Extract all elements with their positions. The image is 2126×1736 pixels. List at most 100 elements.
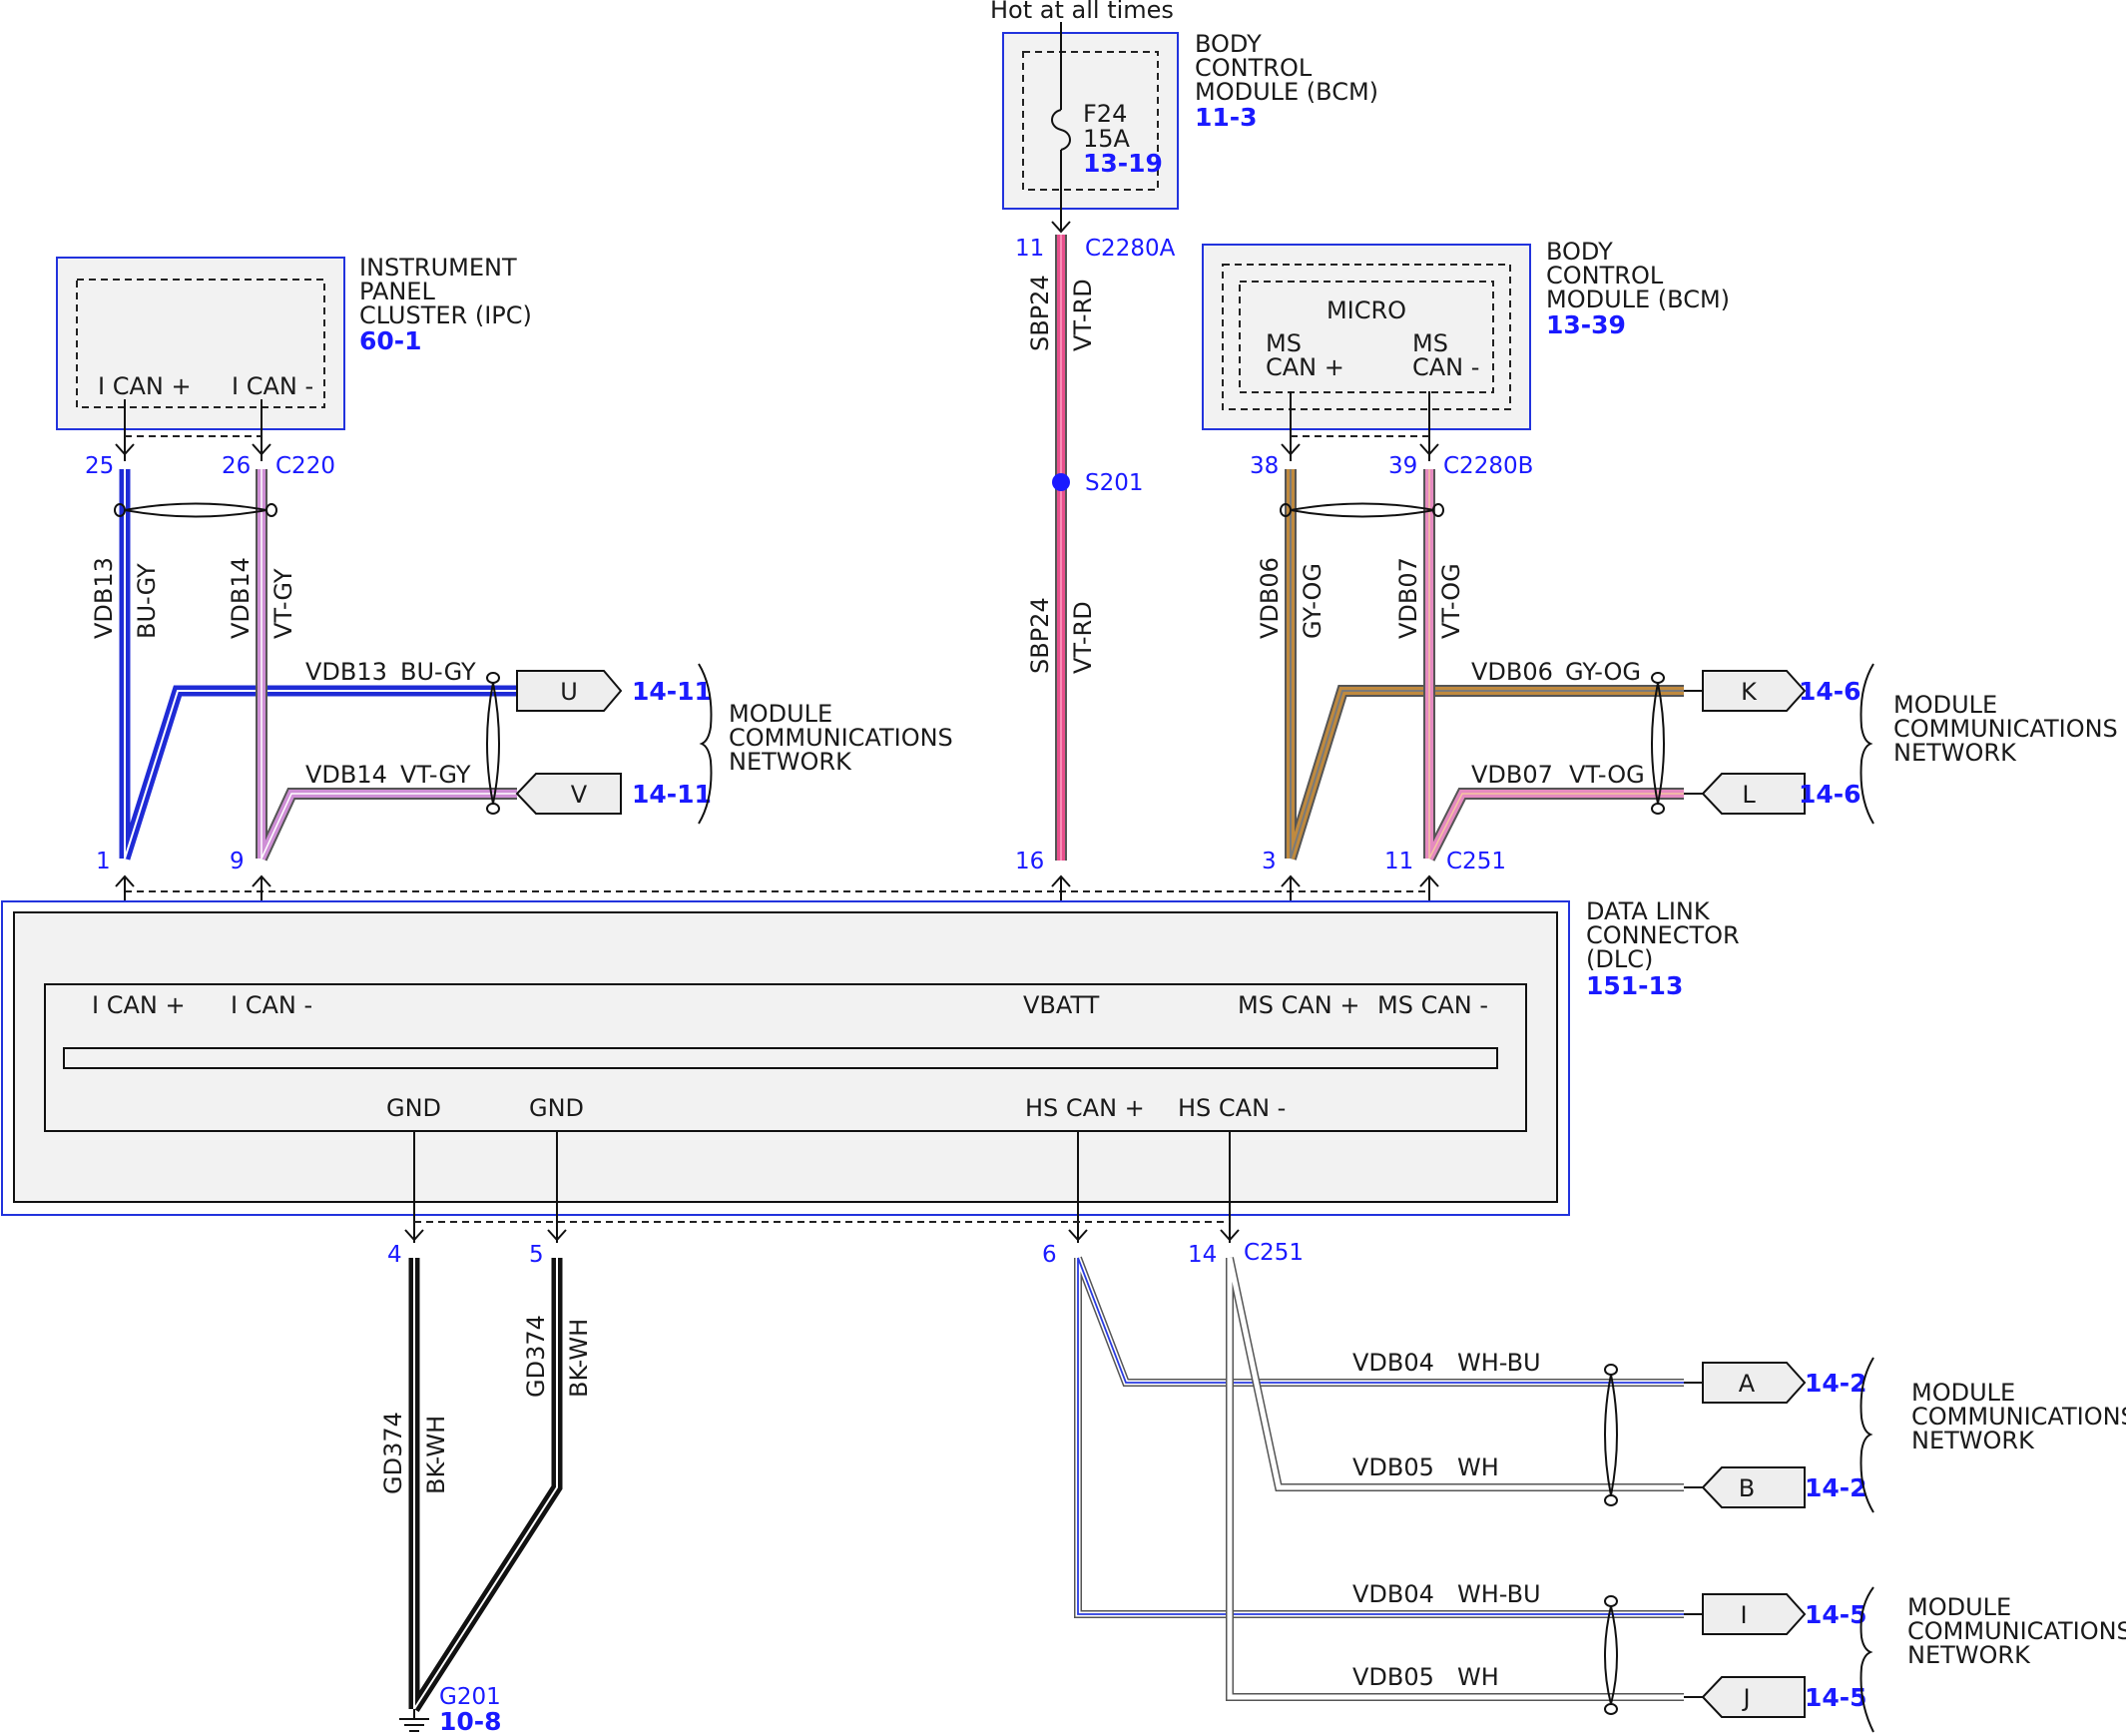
connector-c220[interactable]: C220 xyxy=(275,453,335,479)
connector-c2280b[interactable]: C2280B xyxy=(1443,453,1533,479)
connector-ref-k[interactable]: 14-6 xyxy=(1799,677,1861,706)
bcm-fuse-ref-link[interactable]: 11-3 xyxy=(1195,103,1258,132)
ipc-pin-25: 25 xyxy=(85,453,114,479)
connector-tag-k[interactable]: K xyxy=(1702,670,1807,712)
ground-name: G201 xyxy=(439,1684,501,1710)
connector-tag-a[interactable]: A xyxy=(1702,1362,1807,1404)
gd374-right-color: BK-WH xyxy=(565,1319,593,1398)
vdb05-lower-circuit: VDB05 xyxy=(1352,1663,1434,1691)
twisted-pair-ipc xyxy=(114,502,277,518)
ipc-ref-link[interactable]: 60-1 xyxy=(359,326,422,355)
sbp24-upper-circuit: SBP24 xyxy=(1026,275,1054,351)
connector-tag-j[interactable]: J xyxy=(1701,1676,1806,1718)
gd374-left-color: BK-WH xyxy=(422,1416,450,1494)
connector-ref-u[interactable]: 14-11 xyxy=(632,677,712,706)
network-label-1-line-2: COMMUNICATIONS xyxy=(729,724,953,752)
connector-tag-i[interactable]: I xyxy=(1702,1593,1807,1635)
connector-ref-l[interactable]: 14-6 xyxy=(1799,780,1861,809)
dlc-pin-1: 1 xyxy=(96,849,111,874)
dlc-title-2: CONNECTOR xyxy=(1586,921,1740,949)
wire-vdb13[interactable] xyxy=(119,469,517,861)
bcm-pin-38: 38 xyxy=(1250,453,1279,479)
vdb14-vertical-color: VT-GY xyxy=(269,568,297,639)
bcm-pin-39: 39 xyxy=(1388,453,1417,479)
dlc-pin-11: 11 xyxy=(1384,849,1413,874)
twisted-pair-i-j xyxy=(1604,1595,1618,1715)
dlc-pin-label-ms-can-minus: MS CAN - xyxy=(1377,991,1488,1019)
sbp24-upper-color: VT-RD xyxy=(1069,279,1097,351)
dlc-ref-link[interactable]: 151-13 xyxy=(1586,971,1683,1000)
micro-label: MICRO xyxy=(1327,296,1406,324)
vdb14-horizontal-circuit: VDB14 xyxy=(305,761,387,789)
fuse-name: F24 xyxy=(1083,100,1127,128)
wire-vdb14[interactable] xyxy=(256,469,517,862)
twisted-pair-u-v xyxy=(486,672,500,815)
vdb04-lower-color: WH-BU xyxy=(1457,1580,1541,1608)
bcm-ms-can-plus-label-2: CAN + xyxy=(1266,353,1344,381)
ground-ref-link[interactable]: 10-8 xyxy=(439,1707,502,1736)
wire-vdb05[interactable] xyxy=(1226,1257,1684,1701)
brace-upper-right xyxy=(1860,663,1874,825)
svg-text:J: J xyxy=(1741,1684,1750,1712)
connector-c2280a[interactable]: C2280A xyxy=(1085,236,1176,262)
brace-lower-1 xyxy=(1860,1357,1874,1513)
ipc-title-3: CLUSTER (IPC) xyxy=(359,301,532,329)
fuse-ref-link[interactable]: 13-19 xyxy=(1083,149,1163,178)
vdb07-horizontal-color: VT-OG xyxy=(1569,761,1645,789)
twisted-pair-k-l xyxy=(1651,672,1665,815)
wire-vdb06[interactable] xyxy=(1285,469,1684,861)
vdb04-lower-circuit: VDB04 xyxy=(1352,1580,1434,1608)
ipc-title-1: INSTRUMENT xyxy=(359,254,517,282)
vbatt-pin-11: 11 xyxy=(1015,236,1044,262)
dlc-pin-label-ican-plus: I CAN + xyxy=(92,991,186,1019)
svg-text:L: L xyxy=(1742,781,1756,809)
svg-text:V: V xyxy=(571,781,588,809)
connector-tag-b[interactable]: B xyxy=(1701,1466,1806,1508)
ground-icon xyxy=(399,1709,429,1732)
network-label-2-line-3: NETWORK xyxy=(1893,739,2017,767)
connector-tag-l[interactable]: L xyxy=(1701,773,1806,815)
bcm-fuse-box[interactable] xyxy=(1002,32,1179,210)
fuse-rating: 15A xyxy=(1083,125,1131,153)
wire-gd374[interactable] xyxy=(408,1258,563,1712)
sbp24-lower-circuit: SBP24 xyxy=(1026,597,1054,674)
dlc-pin-9: 9 xyxy=(230,849,245,874)
connector-ref-i[interactable]: 14-5 xyxy=(1805,1600,1867,1629)
dlc-pin-16: 16 xyxy=(1015,849,1044,874)
bcm-micro-ref-link[interactable]: 13-39 xyxy=(1546,310,1626,339)
dlc-pin-label-hs-can-plus: HS CAN + xyxy=(1025,1094,1145,1122)
network-label-3-line-3: NETWORK xyxy=(1911,1427,2035,1454)
network-label-4-line-3: NETWORK xyxy=(1907,1641,2031,1669)
sbp24-lower-color: VT-RD xyxy=(1069,601,1097,674)
connector-tag-u[interactable]: U xyxy=(516,670,623,712)
dlc-title-3: (DLC) xyxy=(1586,945,1653,973)
connector-ref-a[interactable]: 14-2 xyxy=(1805,1369,1867,1398)
dlc-title-1: DATA LINK xyxy=(1586,897,1711,925)
wire-vdb07[interactable] xyxy=(1423,469,1684,862)
connector-c251-bottom[interactable]: C251 xyxy=(1244,1240,1304,1266)
network-label-1-line-3: NETWORK xyxy=(729,748,852,776)
svg-text:I: I xyxy=(1740,1601,1747,1629)
connector-c251-top[interactable]: C251 xyxy=(1446,849,1506,874)
vdb06-vertical-circuit: VDB06 xyxy=(1256,557,1284,639)
network-label-2-line-1: MODULE xyxy=(1893,691,1997,719)
connector-ref-v[interactable]: 14-11 xyxy=(632,780,712,809)
connector-tag-v[interactable]: V xyxy=(515,773,622,815)
dlc-pin-label-ms-can-plus: MS CAN + xyxy=(1238,991,1359,1019)
network-label-2-line-2: COMMUNICATIONS xyxy=(1893,715,2118,743)
wire-vdb04[interactable] xyxy=(1074,1256,1684,1618)
bcm-ms-can-minus-label-2: CAN - xyxy=(1412,353,1479,381)
vdb06-vertical-color: GY-OG xyxy=(1299,563,1327,639)
bcm-micro-module-box[interactable] xyxy=(1202,244,1531,430)
bcm-micro-title-2: CONTROL xyxy=(1546,262,1664,289)
connector-ref-b[interactable]: 14-2 xyxy=(1805,1473,1867,1502)
power-note: Hot at all times xyxy=(990,0,1174,24)
vdb07-horizontal-circuit: VDB07 xyxy=(1471,761,1553,789)
network-label-4-line-1: MODULE xyxy=(1907,1593,2011,1621)
ipc-module-box[interactable] xyxy=(56,257,345,430)
connector-ref-j[interactable]: 14-5 xyxy=(1805,1683,1867,1712)
dlc-pin-6: 6 xyxy=(1042,1242,1057,1268)
splice-s201[interactable] xyxy=(1052,473,1070,491)
dlc-bottom-stubs xyxy=(413,1131,1231,1243)
